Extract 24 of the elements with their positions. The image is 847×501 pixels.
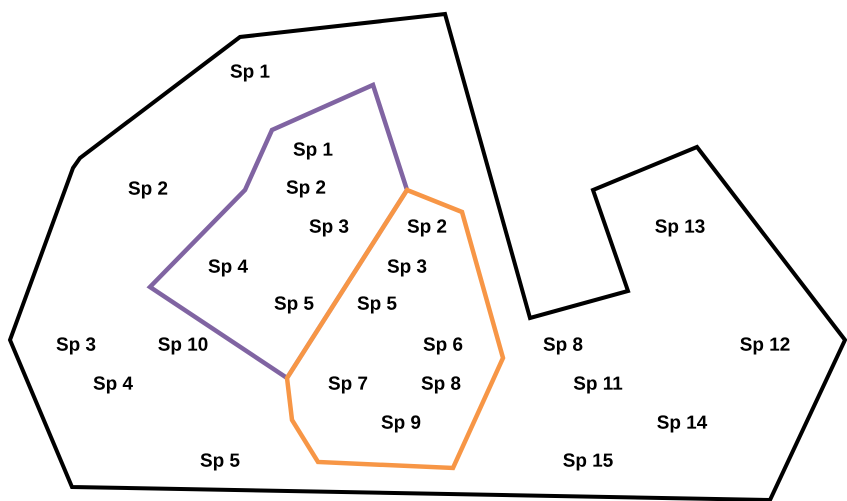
- species-label: Sp 3: [56, 337, 96, 355]
- species-label: Sp 13: [655, 219, 705, 237]
- species-label: Sp 14: [657, 415, 708, 433]
- species-label: Sp 2: [286, 180, 326, 198]
- species-label: Sp 4: [208, 259, 248, 277]
- species-label: Sp 2: [128, 181, 168, 199]
- species-label: Sp 11: [574, 376, 622, 394]
- species-label: Sp 6: [424, 337, 462, 355]
- species-label: Sp 5: [200, 453, 240, 471]
- species-label: Sp 3: [310, 219, 348, 237]
- species-label: Sp 3: [388, 259, 426, 277]
- species-label: Sp 8: [422, 376, 460, 394]
- species-label: Sp 7: [328, 376, 368, 394]
- species-label: Sp 5: [358, 296, 396, 314]
- species-label: Sp 1: [230, 64, 270, 82]
- species-label: Sp 2: [408, 219, 446, 237]
- species-label: Sp 8: [544, 337, 582, 355]
- species-label: Sp 5: [274, 296, 314, 314]
- species-label: Sp 4: [94, 376, 133, 394]
- species-label: Sp 9: [382, 415, 420, 433]
- species-label: Sp 1: [294, 142, 332, 160]
- species-label: Sp 10: [158, 337, 208, 355]
- species-label: Sp 12: [740, 337, 790, 355]
- species-label: Sp 15: [563, 453, 613, 471]
